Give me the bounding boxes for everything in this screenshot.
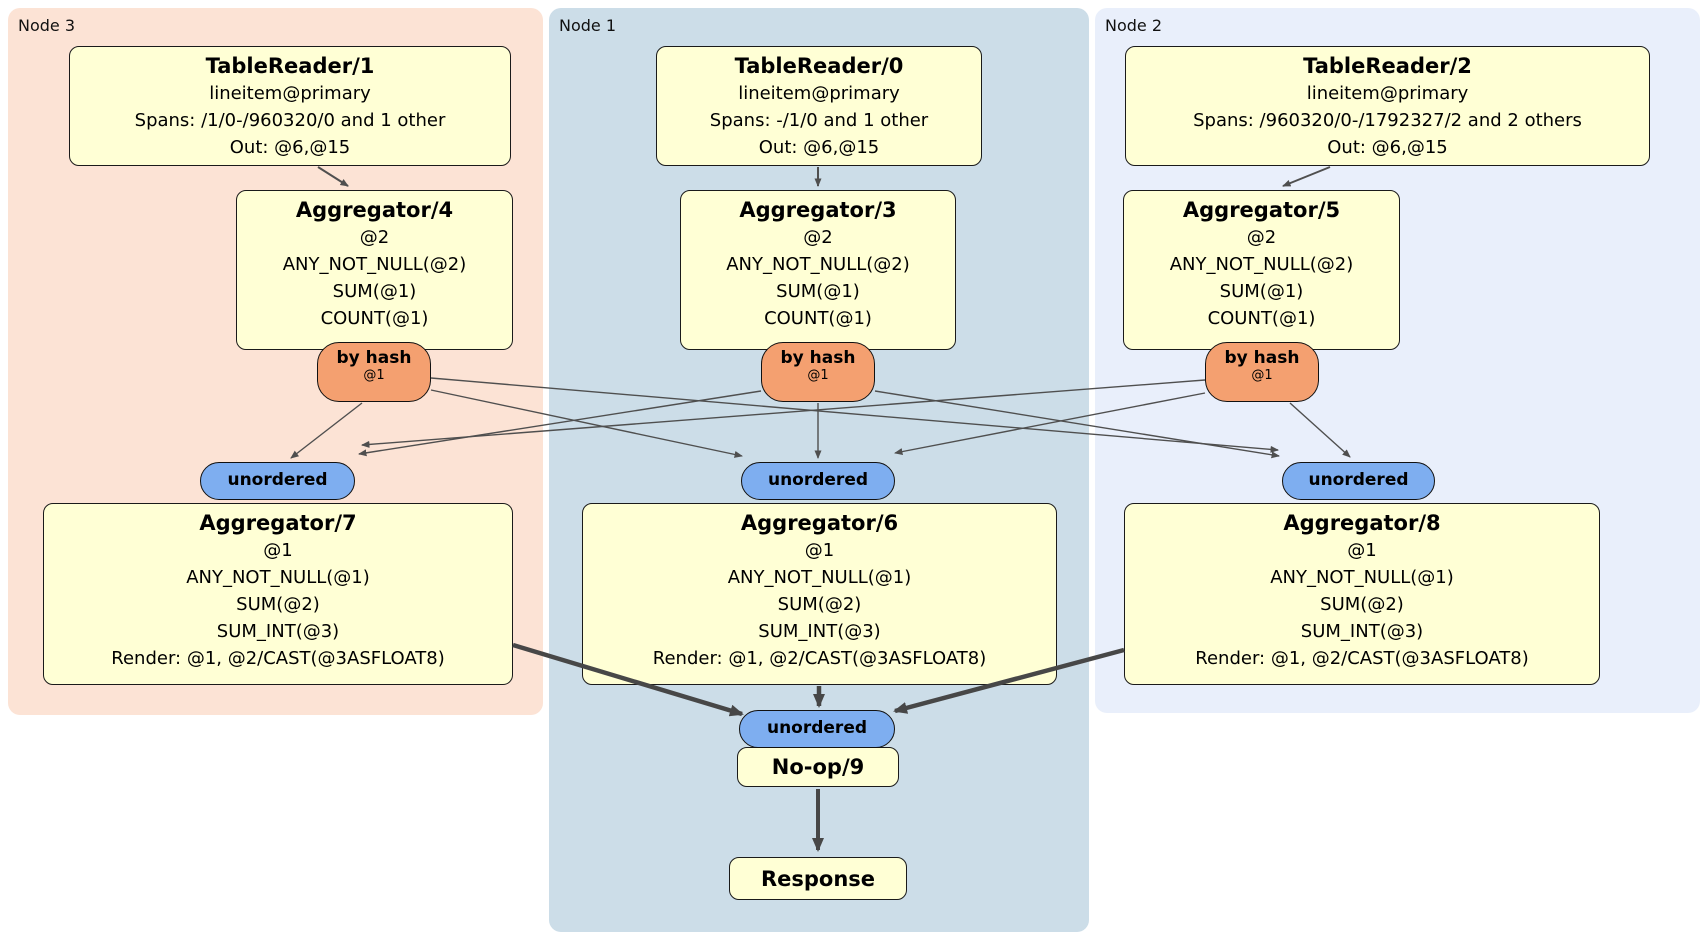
router-detail: @1 (807, 368, 829, 383)
region-node-3-label: Node 3 (18, 16, 76, 35)
processor-title: Aggregator/6 (740, 511, 899, 535)
sync-unordered-final: unordered (739, 710, 895, 748)
processor-title: Response (760, 866, 876, 891)
region-node-2-label: Node 2 (1105, 16, 1163, 35)
processor-line: Spans: -/1/0 and 1 other (709, 110, 929, 131)
processor-tablereader-1: TableReader/1 lineitem@primary Spans: /1… (69, 46, 511, 166)
sync-unordered-node1: unordered (741, 462, 895, 500)
processor-line: SUM(@1) (332, 281, 417, 302)
processor-line: lineitem@primary (738, 83, 900, 104)
processor-line: Render: @1, @2/CAST(@3ASFLOAT8) (111, 648, 445, 669)
processor-aggregator-3: Aggregator/3 @2 ANY_NOT_NULL(@2) SUM(@1)… (680, 190, 956, 350)
processor-response: Response (729, 857, 907, 900)
processor-line: @2 (359, 227, 390, 248)
processor-line: SUM(@1) (776, 281, 860, 302)
processor-title: Aggregator/7 (199, 511, 357, 535)
processor-line: @2 (803, 227, 833, 248)
processor-noop-9: No-op/9 (737, 747, 899, 787)
processor-line: lineitem@primary (1306, 83, 1469, 104)
processor-line: Spans: /960320/0-/1792327/2 and 2 others (1193, 110, 1582, 131)
processor-line: @2 (1246, 227, 1277, 248)
router-detail: @1 (1251, 368, 1273, 383)
processor-line: Render: @1, @2/CAST(@3ASFLOAT8) (652, 648, 987, 669)
router-detail: @1 (363, 368, 385, 383)
processor-line: SUM_INT(@3) (758, 621, 881, 642)
processor-line: Out: @6,@15 (1327, 137, 1448, 158)
processor-line: Out: @6,@15 (229, 137, 351, 158)
processor-line: @1 (804, 540, 835, 561)
processor-line: SUM_INT(@3) (1300, 621, 1424, 642)
router-by-hash-node3: by hash @1 (317, 342, 431, 402)
processor-title: No-op/9 (771, 755, 865, 779)
router-label: by hash (1224, 348, 1300, 368)
processor-line: Spans: /1/0-/960320/0 and 1 other (134, 110, 446, 131)
processor-line: lineitem@primary (209, 83, 371, 104)
processor-line: @1 (1347, 540, 1377, 561)
processor-line: Render: @1, @2/CAST(@3ASFLOAT8) (1195, 648, 1529, 669)
processor-tablereader-0: TableReader/0 lineitem@primary Spans: -/… (656, 46, 982, 166)
processor-line: COUNT(@1) (320, 308, 429, 329)
processor-line: ANY_NOT_NULL(@1) (186, 567, 370, 588)
processor-line: SUM(@2) (236, 594, 320, 615)
router-label: by hash (780, 348, 856, 368)
processor-line: ANY_NOT_NULL(@2) (1169, 254, 1354, 275)
processor-title: TableReader/2 (1303, 54, 1472, 78)
processor-line: ANY_NOT_NULL(@1) (727, 567, 912, 588)
sync-unordered-node2: unordered (1282, 462, 1435, 500)
processor-aggregator-8: Aggregator/8 @1 ANY_NOT_NULL(@1) SUM(@2)… (1124, 503, 1600, 685)
router-label: by hash (336, 348, 412, 368)
router-by-hash-node1: by hash @1 (761, 342, 875, 402)
processor-line: SUM(@1) (1219, 281, 1304, 302)
processor-title: TableReader/0 (734, 54, 904, 78)
processor-line: COUNT(@1) (764, 308, 872, 329)
processor-title: TableReader/1 (205, 54, 375, 78)
processor-line: ANY_NOT_NULL(@2) (282, 254, 467, 275)
processor-line: SUM(@2) (1320, 594, 1404, 615)
processor-line: Out: @6,@15 (758, 137, 880, 158)
processor-line: SUM_INT(@3) (216, 621, 340, 642)
processor-line: SUM(@2) (777, 594, 862, 615)
processor-line: ANY_NOT_NULL(@1) (1270, 567, 1454, 588)
processor-line: ANY_NOT_NULL(@2) (726, 254, 910, 275)
router-by-hash-node2: by hash @1 (1205, 342, 1319, 402)
processor-aggregator-7: Aggregator/7 @1 ANY_NOT_NULL(@1) SUM(@2)… (43, 503, 513, 685)
processor-aggregator-5: Aggregator/5 @2 ANY_NOT_NULL(@2) SUM(@1)… (1123, 190, 1400, 350)
processor-title: Aggregator/5 (1182, 198, 1341, 222)
processor-line: @1 (263, 540, 293, 561)
processor-aggregator-6: Aggregator/6 @1 ANY_NOT_NULL(@1) SUM(@2)… (582, 503, 1057, 685)
processor-title: Aggregator/3 (739, 198, 897, 222)
sync-unordered-node3: unordered (200, 462, 355, 500)
processor-tablereader-2: TableReader/2 lineitem@primary Spans: /9… (1125, 46, 1650, 166)
processor-title: Aggregator/8 (1283, 511, 1441, 535)
processor-aggregator-4: Aggregator/4 @2 ANY_NOT_NULL(@2) SUM(@1)… (236, 190, 513, 350)
region-node-1-label: Node 1 (559, 16, 617, 35)
processor-title: Aggregator/4 (295, 198, 454, 222)
processor-line: COUNT(@1) (1207, 308, 1316, 329)
